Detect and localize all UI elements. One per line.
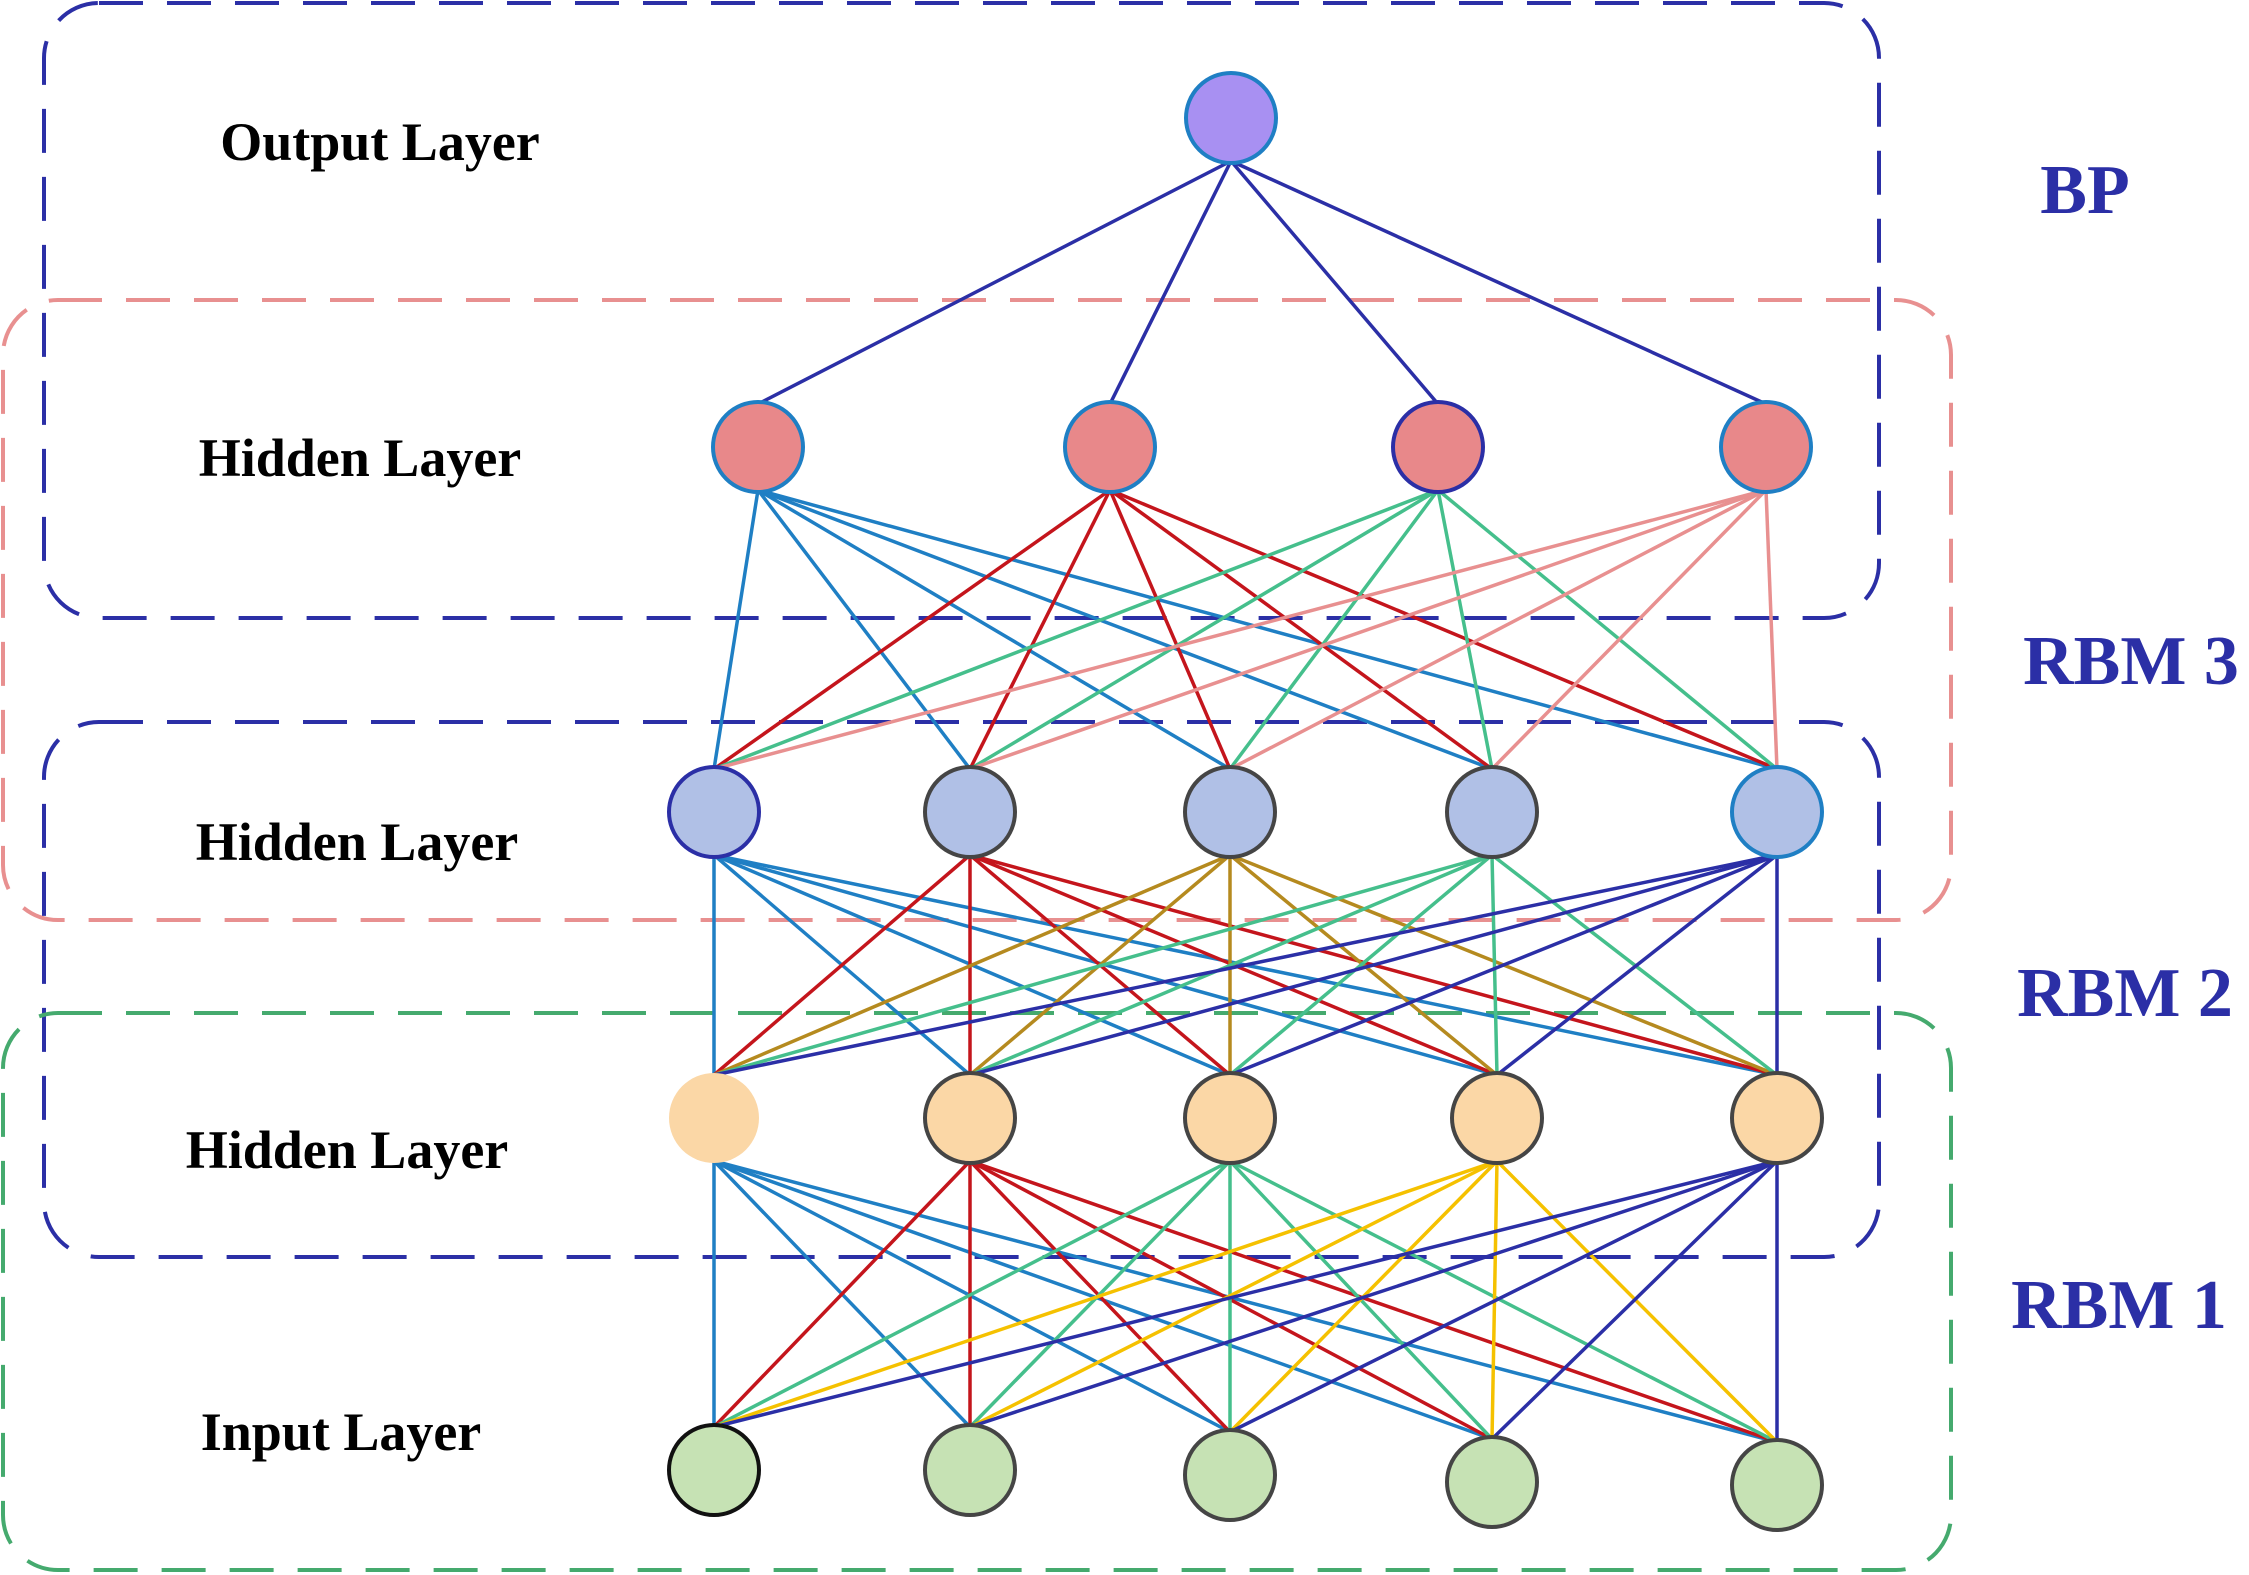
bp-group-label: BP bbox=[2040, 152, 2129, 229]
edge-hidden_1-3-to-input-0 bbox=[713, 1159, 1498, 1429]
edge-hidden_3-2-to-hidden_2-3 bbox=[1436, 489, 1494, 770]
edge-hidden_2-3-to-hidden_1-2 bbox=[1228, 853, 1494, 1077]
edge-hidden_2-3-to-hidden_1-1 bbox=[969, 853, 1493, 1077]
edge-hidden_2-1-to-hidden_1-0 bbox=[712, 853, 972, 1077]
hidden_1-node-4 bbox=[1450, 1071, 1544, 1165]
edge-hidden_3-1-to-hidden_2-2 bbox=[1108, 489, 1232, 770]
edge-hidden_1-0-to-input-2 bbox=[713, 1159, 1231, 1434]
hidden_1-node-1 bbox=[669, 1073, 759, 1163]
connection-edges bbox=[712, 159, 1779, 1444]
edge-hidden_1-2-to-input-0 bbox=[713, 1159, 1231, 1429]
edge-hidden_3-2-to-hidden_2-4 bbox=[1436, 488, 1779, 771]
input-node-5 bbox=[1730, 1438, 1824, 1532]
edge-hidden_3-3-to-hidden_2-2 bbox=[1229, 488, 1767, 771]
edge-hidden_1-4-to-input-3 bbox=[1490, 1159, 1779, 1441]
edge-hidden_3-1-to-hidden_2-4 bbox=[1109, 488, 1778, 771]
output-layer-label: Output Layer bbox=[220, 112, 540, 172]
hidden_3-node-1 bbox=[711, 400, 805, 494]
edge-hidden_2-4-to-hidden_1-2 bbox=[1229, 853, 1778, 1077]
rbm2-group-label: RBM 2 bbox=[2017, 955, 2233, 1032]
hidden_2-node-2 bbox=[923, 765, 1017, 859]
hidden_2-node-1 bbox=[667, 765, 761, 859]
hidden_2-node-5 bbox=[1730, 765, 1824, 859]
hidden_3-node-2 bbox=[1063, 400, 1157, 494]
edge-hidden_1-1-to-input-4 bbox=[969, 1159, 1778, 1444]
edge-hidden_2-4-to-hidden_1-1 bbox=[969, 853, 1778, 1077]
edge-hidden_1-4-to-input-0 bbox=[713, 1159, 1778, 1429]
edge-hidden_1-2-to-input-4 bbox=[1229, 1159, 1778, 1444]
bp-group-box bbox=[42, 1, 1881, 620]
hidden-layer-2-label: Hidden Layer bbox=[196, 812, 519, 872]
input-node-4 bbox=[1445, 1435, 1539, 1529]
edge-hidden_3-3-to-hidden_2-3 bbox=[1490, 488, 1768, 771]
edge-hidden_3-2-to-hidden_2-0 bbox=[713, 488, 1439, 771]
edge-hidden_3-1-to-hidden_2-0 bbox=[712, 488, 1112, 771]
edge-output-0-to-hidden_3-0 bbox=[757, 159, 1232, 406]
rbm3-group-box bbox=[1, 298, 1953, 922]
hidden_2-node-3 bbox=[1183, 765, 1277, 859]
hidden_3-node-3 bbox=[1391, 400, 1485, 494]
edge-output-0-to-hidden_3-2 bbox=[1229, 159, 1440, 406]
hidden_3-node-4 bbox=[1719, 400, 1813, 494]
input-node-1 bbox=[667, 1423, 761, 1517]
hidden_1-node-2 bbox=[923, 1071, 1017, 1165]
edge-hidden_1-0-to-input-4 bbox=[713, 1159, 1778, 1444]
edge-hidden_3-3-to-hidden_2-4 bbox=[1764, 489, 1779, 770]
rbm3-group-label: RBM 3 bbox=[2023, 623, 2239, 700]
edge-hidden_3-2-to-hidden_2-2 bbox=[1228, 488, 1440, 771]
edge-hidden_2-3-to-hidden_1-3 bbox=[1490, 854, 1499, 1076]
hidden_1-node-5 bbox=[1730, 1071, 1824, 1165]
edge-hidden_2-2-to-hidden_1-0 bbox=[713, 853, 1231, 1077]
group-boxes bbox=[1, 1, 1953, 1572]
edge-output-0-to-hidden_3-1 bbox=[1108, 160, 1233, 405]
edge-hidden_3-0-to-hidden_2-1 bbox=[756, 488, 972, 771]
edge-hidden_3-1-to-hidden_2-3 bbox=[1108, 488, 1494, 771]
edge-hidden_1-4-to-input-1 bbox=[969, 1159, 1778, 1429]
edge-hidden_1-3-to-input-1 bbox=[969, 1159, 1498, 1429]
edge-output-0-to-hidden_3-3 bbox=[1230, 159, 1767, 406]
edge-hidden_3-0-to-hidden_2-0 bbox=[712, 489, 760, 770]
edge-hidden_3-1-to-hidden_2-1 bbox=[968, 489, 1112, 770]
edge-hidden_3-0-to-hidden_2-3 bbox=[757, 488, 1493, 771]
edge-hidden_2-3-to-hidden_1-0 bbox=[713, 853, 1493, 1077]
edge-hidden_1-1-to-input-0 bbox=[712, 1159, 972, 1429]
edge-hidden_2-4-to-hidden_1-0 bbox=[713, 853, 1778, 1077]
hidden_1-node-3 bbox=[1183, 1071, 1277, 1165]
edge-hidden_1-4-to-input-2 bbox=[1229, 1159, 1778, 1434]
input-node-3 bbox=[1183, 1428, 1277, 1522]
edge-hidden_3-0-to-hidden_2-4 bbox=[757, 488, 1778, 771]
edge-hidden_3-2-to-hidden_2-1 bbox=[969, 488, 1439, 771]
edge-hidden_1-2-to-input-1 bbox=[968, 1159, 1232, 1429]
neuron-nodes bbox=[667, 71, 1824, 1532]
edge-hidden_3-3-to-hidden_2-1 bbox=[969, 488, 1767, 771]
hidden-layer-3-label: Hidden Layer bbox=[199, 428, 522, 488]
hidden-layer-1-label: Hidden Layer bbox=[186, 1120, 509, 1180]
edge-hidden_1-3-to-input-4 bbox=[1495, 1159, 1779, 1444]
input-layer-label: Input Layer bbox=[201, 1402, 482, 1462]
output-node-1 bbox=[1184, 71, 1278, 165]
rbm1-group-box bbox=[1, 1011, 1953, 1572]
edge-hidden_3-0-to-hidden_2-2 bbox=[757, 488, 1231, 771]
edge-hidden_3-3-to-hidden_2-0 bbox=[713, 488, 1767, 771]
hidden_2-node-4 bbox=[1445, 765, 1539, 859]
rbm1-group-label: RBM 1 bbox=[2011, 1267, 2227, 1344]
input-node-2 bbox=[923, 1423, 1017, 1517]
edge-hidden_2-4-to-hidden_1-3 bbox=[1495, 853, 1779, 1077]
